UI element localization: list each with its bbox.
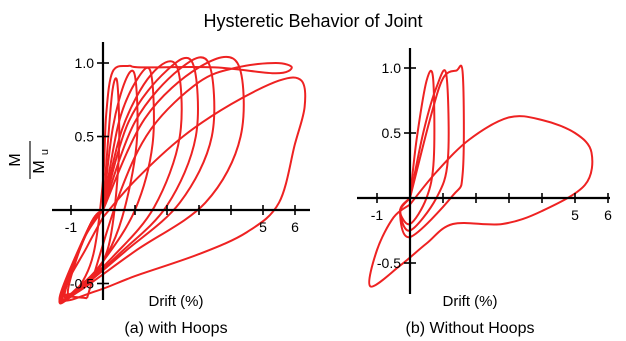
y-label-numerator: M: [7, 153, 24, 166]
panel-b: -1 5 6 1.0 0.5 -0.5 Drift (%) (b) Without Hoo…: [357, 48, 612, 337]
y-tick-label: 1.0: [382, 60, 402, 76]
y-tick-label: -0.5: [377, 255, 401, 271]
hysteresis-loop-3: [399, 64, 465, 239]
panel-b-x-label: Drift (%): [443, 293, 498, 310]
panel-b-caption: (b) Without Hoops: [406, 320, 535, 337]
x-tick-label: 6: [291, 219, 299, 235]
y-tick-label: 0.5: [382, 125, 402, 141]
y-label-denominator: M: [31, 160, 48, 173]
x-tick-label: -1: [65, 219, 78, 235]
y-label-subscript: u: [39, 149, 51, 155]
hysteresis-loop-7: [58, 55, 245, 305]
y-tick-label: -0.5: [70, 276, 94, 292]
x-tick-label: 5: [571, 207, 579, 223]
panel-a-x-label: Drift (%): [149, 293, 204, 310]
hysteresis-loop-1: [66, 77, 121, 297]
panel-b-hysteresis-loops: [368, 64, 594, 288]
x-tick-label: 5: [259, 219, 267, 235]
y-tick-label: 0.5: [75, 129, 95, 145]
hysteresis-loop-9: [60, 76, 307, 302]
hysteresis-loop-8: [63, 62, 293, 300]
x-tick-label: 6: [604, 207, 612, 223]
y-tick-label: 1.0: [75, 55, 95, 71]
panel-a: -1 5 6 1.0 0.5 -0.5 Drift (%) (a) with Hoops: [52, 42, 310, 337]
chart-title: Hysteretic Behavior of Joint: [203, 11, 422, 31]
panel-b-axes: -1 5 6 1.0 0.5 -0.5: [357, 48, 612, 294]
x-tick-label: -1: [371, 207, 384, 223]
panel-a-caption: (a) with Hoops: [124, 320, 227, 337]
y-axis-label: M M u: [7, 141, 51, 179]
hysteresis-loop-4: [368, 115, 594, 288]
panel-a-axes: -1 5 6 1.0 0.5 -0.5: [52, 42, 310, 300]
panel-a-hysteresis-loops: [58, 55, 307, 305]
